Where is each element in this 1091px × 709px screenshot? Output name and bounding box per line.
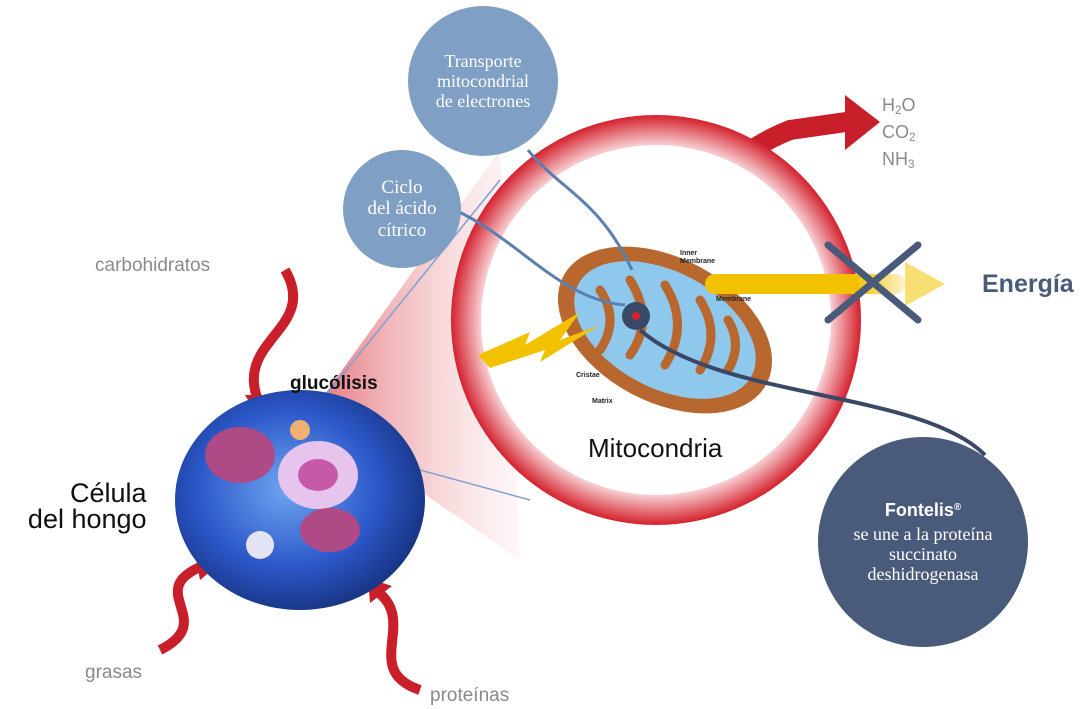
label-energia: Energía xyxy=(982,270,1074,299)
label-carbohidratos: carbohidratos xyxy=(95,255,210,277)
label-glucolisis: glucólisis xyxy=(290,373,378,395)
transport-line-3: de electrones xyxy=(436,91,530,111)
fontelis-line-3: deshidrogenasa xyxy=(868,564,979,584)
product-nh3: NH3 xyxy=(882,146,916,173)
transport-line-1: Transporte xyxy=(444,51,521,71)
label-inner-membrane: Inner Membrane xyxy=(680,250,715,266)
input-arrow-icon xyxy=(254,270,293,405)
fontelis-bubble: Fontelis® se une a la proteína succinato… xyxy=(818,437,1028,647)
transport-bubble: Transporte mitocondrial de electrones xyxy=(408,6,558,156)
fontelis-line-2: succinato xyxy=(889,544,957,564)
fontelis-brand: Fontelis xyxy=(885,500,954,520)
fungal-cell xyxy=(175,390,425,610)
output-arrowhead xyxy=(845,95,880,150)
citric-bubble: Ciclo del ácido cítrico xyxy=(343,150,461,268)
input-arrow-grasas xyxy=(160,565,205,650)
energy-arrowhead xyxy=(905,262,945,306)
citric-line-2: del ácido xyxy=(367,198,436,219)
citric-line-1: Ciclo xyxy=(381,177,422,198)
label-cell: Célula del hongo xyxy=(22,480,147,532)
transport-line-2: mitocondrial xyxy=(437,71,529,91)
label-mitocondria: Mitocondria xyxy=(588,433,722,464)
product-h2o: H2O xyxy=(882,92,916,119)
label-cristae: Cristae xyxy=(576,372,600,379)
citric-line-3: cítrico xyxy=(378,220,427,241)
product-co2: CO2 xyxy=(882,119,916,146)
label-membrane: Membrane xyxy=(716,296,751,303)
fontelis-line-1: se une a la proteína xyxy=(854,524,993,544)
label-grasas: grasas xyxy=(85,662,142,684)
input-arrow-proteinas xyxy=(375,590,420,690)
label-cell-line-2: del hongo xyxy=(22,506,147,532)
products-list: H2O CO2 NH3 xyxy=(882,92,916,173)
label-matrix: Matrix xyxy=(592,398,613,405)
label-proteinas: proteínas xyxy=(430,685,509,707)
label-cell-line-1: Célula xyxy=(22,480,147,506)
registered-mark: ® xyxy=(954,502,961,513)
